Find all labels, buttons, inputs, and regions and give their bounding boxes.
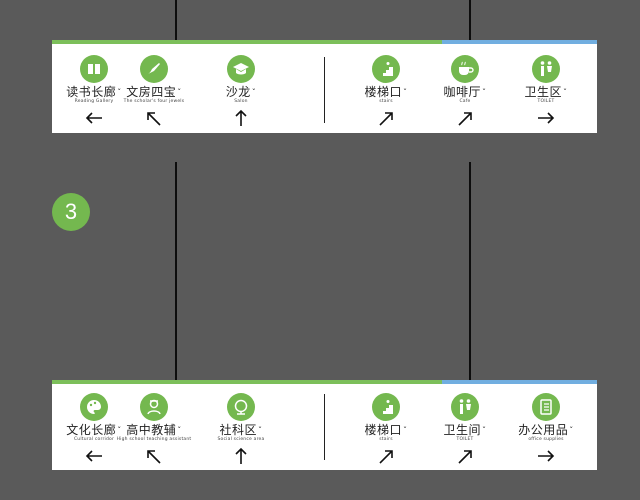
location-name-en: High school teaching assistant [116, 437, 192, 442]
location-name-en: Cultural corridor [73, 437, 115, 442]
stairs-icon [372, 55, 400, 83]
location-name-en: TOILET [537, 99, 555, 104]
step-number-badge: 3 [52, 193, 90, 231]
blue-top-bar [442, 40, 597, 44]
arrow-up-right-icon [379, 112, 393, 126]
location-name-en: office supplies [528, 437, 564, 442]
stairs-icon [372, 393, 400, 421]
location-name: 社科区ˇ [219, 423, 263, 437]
location-name: 高中教辅ˇ [126, 423, 182, 437]
location-name: 沙龙ˇ [225, 85, 257, 99]
location-name: 文化长廊ˇ [66, 423, 122, 437]
location-name: 办公用品ˇ [518, 423, 574, 437]
hanging-rod [175, 162, 177, 380]
location-name-en: Social science area [217, 437, 265, 442]
globe-icon [227, 393, 255, 421]
coffee-cup-icon [451, 55, 479, 83]
location-name: 楼梯口ˇ [364, 85, 408, 99]
location-name-en: Salon [234, 99, 248, 104]
arrow-left-icon [85, 450, 102, 462]
arrow-up-left-icon [147, 112, 161, 126]
location-name: 文房四宝ˇ [126, 85, 182, 99]
notebook-icon [532, 393, 560, 421]
graduation-cap-icon [227, 55, 255, 83]
arrow-up-right-icon [379, 450, 393, 464]
location-name: 卫生区ˇ [524, 85, 568, 99]
hanging-rod [469, 0, 471, 40]
arrow-up-left-icon [147, 450, 161, 464]
arrow-up-right-icon [458, 112, 472, 126]
hanging-rod [175, 0, 177, 40]
arrow-up-right-icon [458, 450, 472, 464]
sign-divider [324, 57, 325, 123]
toilet-icon [532, 55, 560, 83]
brush-icon [140, 55, 168, 83]
location-name-en: Reading Gallery [74, 99, 114, 104]
toilet-icon [451, 393, 479, 421]
arrow-up-icon [235, 109, 247, 126]
arrow-right-icon [538, 112, 555, 124]
location-name-en: The scholar's four jewels [123, 99, 185, 104]
arrow-right-icon [538, 450, 555, 462]
arrow-up-icon [235, 447, 247, 464]
book-icon [80, 55, 108, 83]
palette-icon [80, 393, 108, 421]
teacher-icon [140, 393, 168, 421]
green-top-bar [52, 40, 442, 44]
location-name-en: Cafe [459, 99, 471, 104]
location-name: 咖啡厅ˇ [443, 85, 487, 99]
arrow-left-icon [85, 112, 102, 124]
hanging-rod [469, 162, 471, 380]
location-name-en: TOILET [456, 437, 474, 442]
location-name: 读书长廊ˇ [66, 85, 122, 99]
sign-divider [324, 394, 325, 460]
blue-top-bar [442, 380, 597, 384]
location-name-en: stairs [379, 437, 393, 442]
location-name-en: stairs [379, 99, 393, 104]
location-name: 楼梯口ˇ [364, 423, 408, 437]
green-top-bar [52, 380, 442, 384]
location-name: 卫生间ˇ [443, 423, 487, 437]
